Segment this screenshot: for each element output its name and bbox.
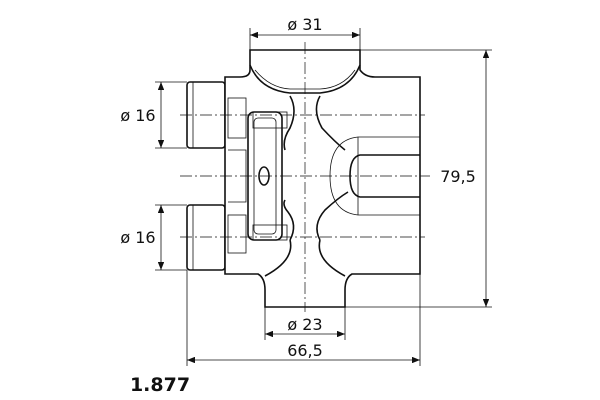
dimension-lines	[155, 28, 492, 366]
dim-bottom-diameter: ø 23	[287, 315, 322, 334]
dim-lower-port-diameter: ø 16	[120, 228, 155, 247]
part-number: 1.877	[130, 374, 190, 396]
centerlines	[180, 42, 430, 312]
dim-top-diameter: ø 31	[287, 15, 322, 34]
part-body	[186, 49, 421, 308]
dim-height: 79,5	[440, 167, 476, 186]
dim-upper-port-diameter: ø 16	[120, 106, 155, 125]
dim-width: 66,5	[287, 341, 323, 360]
